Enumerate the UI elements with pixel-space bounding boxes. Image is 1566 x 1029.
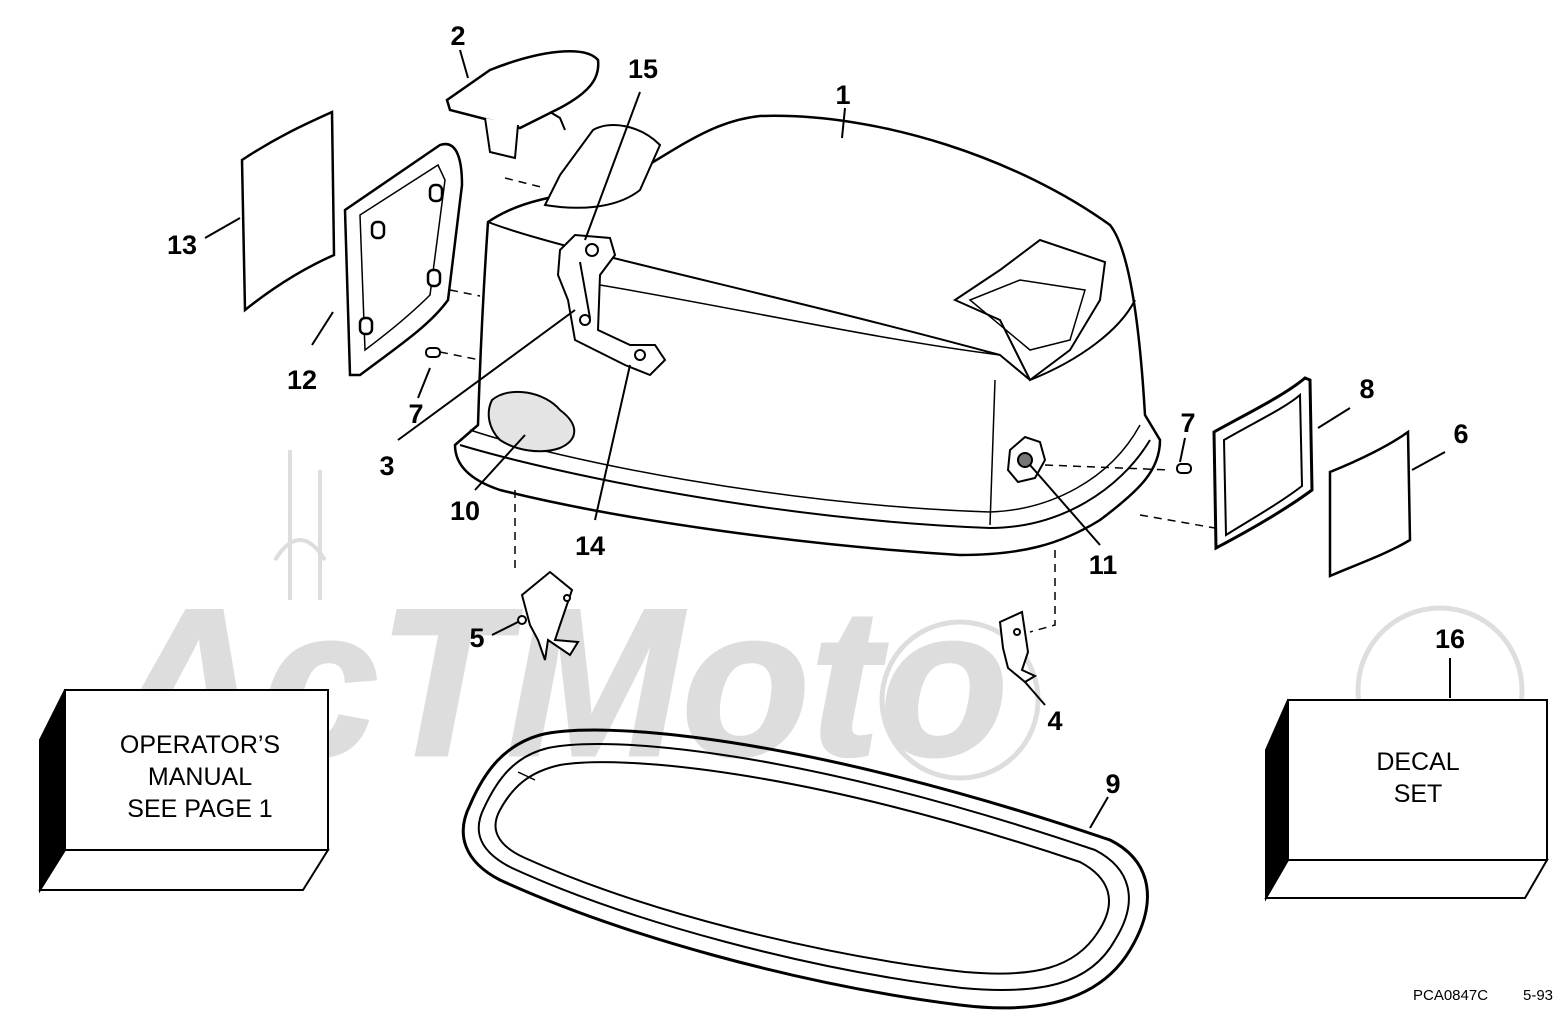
callout-4: 4 (1047, 706, 1062, 736)
part-14-latch-bracket (556, 233, 667, 377)
part-9-seal (461, 728, 1149, 1010)
operators-manual-line-1: OPERATOR’S (120, 731, 280, 759)
part-8-rear-frame (1212, 376, 1314, 551)
part-5-bracket (517, 570, 580, 661)
callout-12: 12 (287, 365, 317, 395)
callout-10: 10 (450, 496, 480, 526)
callout-7-right: 7 (1180, 408, 1195, 438)
leader-lines (204, 49, 1451, 829)
operators-manual-line-2: MANUAL (148, 763, 252, 791)
footer: PCA0847C 5-93 (1413, 987, 1553, 1004)
decal-set-box: DECAL SET (1264, 699, 1549, 902)
footer-code: PCA0847C (1413, 987, 1488, 1004)
callout-15: 15 (628, 54, 658, 84)
part-12-front-frame (343, 142, 464, 377)
operators-manual-box: OPERATOR’S MANUAL SEE PAGE 1 (38, 689, 330, 894)
callout-labels: 1 2 3 4 5 6 7 7 8 9 10 11 12 13 14 15 16 (167, 21, 1469, 799)
assembly-lines (439, 177, 1216, 633)
callout-11: 11 (1089, 550, 1118, 580)
callout-13: 13 (167, 230, 197, 260)
callout-6: 6 (1453, 419, 1468, 449)
callout-2: 2 (450, 21, 465, 51)
part-10-sound-pad (487, 390, 576, 453)
part-2-vent-cap (445, 50, 600, 160)
part-7-screws (425, 347, 1192, 474)
decal-set-line-1: DECAL (1376, 748, 1459, 776)
callout-3: 3 (379, 451, 394, 481)
callout-16: 16 (1435, 624, 1465, 654)
decal-set-line-2: SET (1394, 780, 1443, 808)
callout-8: 8 (1359, 374, 1374, 404)
callout-5: 5 (469, 623, 484, 653)
part-4-bracket (998, 610, 1038, 684)
callout-14: 14 (575, 531, 605, 561)
callout-7-left: 7 (408, 399, 423, 429)
watermark-tower-icon (273, 450, 327, 600)
screw-right (1176, 463, 1192, 474)
screw-left (425, 347, 441, 358)
part-13-decal (240, 110, 336, 313)
callout-9: 9 (1105, 769, 1120, 799)
watermark-wheel-left-icon (879, 619, 1041, 781)
footer-date: 5-93 (1523, 987, 1553, 1004)
callout-1: 1 (835, 80, 850, 110)
part-6-decal (1328, 429, 1412, 578)
operators-manual-line-3: SEE PAGE 1 (127, 795, 272, 823)
part-1-engine-cover (453, 114, 1162, 557)
